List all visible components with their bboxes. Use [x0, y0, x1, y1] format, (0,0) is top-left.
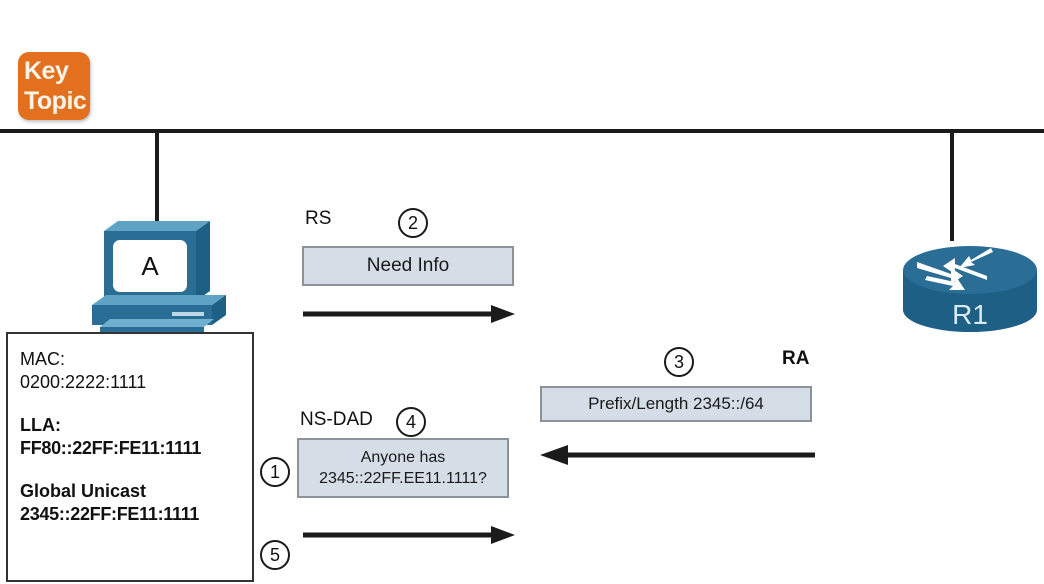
- ra-protocol-label: RA: [782, 348, 810, 369]
- router-icon: R1: [895, 240, 1044, 348]
- key-topic-line1: Key: [24, 57, 69, 85]
- step-number-3: 3: [664, 347, 694, 377]
- rs-arrow-right: [303, 303, 515, 325]
- ns-dad-line1: Anyone has: [360, 449, 446, 466]
- router-drop-line: [950, 131, 954, 241]
- ns-dad-line2: 2345::22FF.EE11.1111?: [319, 470, 487, 487]
- global-unicast-group: Global Unicast 2345::22FF:FE11:1111: [20, 480, 252, 526]
- step-number-4: 4: [396, 407, 426, 437]
- global-unicast-value: 2345::22FF:FE11:1111: [20, 504, 200, 524]
- ra-arrow-left: [540, 444, 815, 466]
- host-address-box: MAC: 0200:2222:1111 LLA: FF80::22FF:FE11…: [6, 332, 254, 582]
- ns-dad-message-box: Anyone has 2345::22FF.EE11.1111?: [297, 438, 509, 498]
- rs-protocol-label: RS: [305, 208, 332, 229]
- step-number-1: 1: [260, 457, 290, 487]
- lan-segment-line: [0, 129, 1044, 133]
- step-number-2: 2: [398, 208, 428, 238]
- ra-message-box: Prefix/Length 2345::/64: [540, 386, 812, 422]
- ns-dad-arrow-right: [303, 524, 515, 546]
- ns-dad-protocol-label: NS-DAD: [300, 409, 373, 430]
- mac-value: 0200:2222:1111: [20, 372, 147, 392]
- key-topic-badge: Key Topic: [18, 52, 90, 120]
- mac-group: MAC: 0200:2222:1111: [20, 348, 252, 394]
- rs-message-box: Need Info: [302, 246, 514, 286]
- lla-label: LLA:: [20, 415, 61, 435]
- mac-label: MAC:: [20, 349, 65, 369]
- router-label: R1: [952, 299, 988, 330]
- global-unicast-label: Global Unicast: [20, 481, 147, 501]
- top-hyperlink[interactable]: [738, 0, 876, 6]
- step-number-5: 5: [260, 540, 290, 570]
- pc-icon: A: [86, 215, 228, 333]
- lla-value: FF80::22FF:FE11:1111: [20, 438, 202, 458]
- key-topic-line2: Topic: [24, 87, 87, 115]
- host-drop-line: [155, 131, 159, 221]
- lla-group: LLA: FF80::22FF:FE11:1111: [20, 414, 252, 460]
- svg-text:A: A: [141, 251, 159, 281]
